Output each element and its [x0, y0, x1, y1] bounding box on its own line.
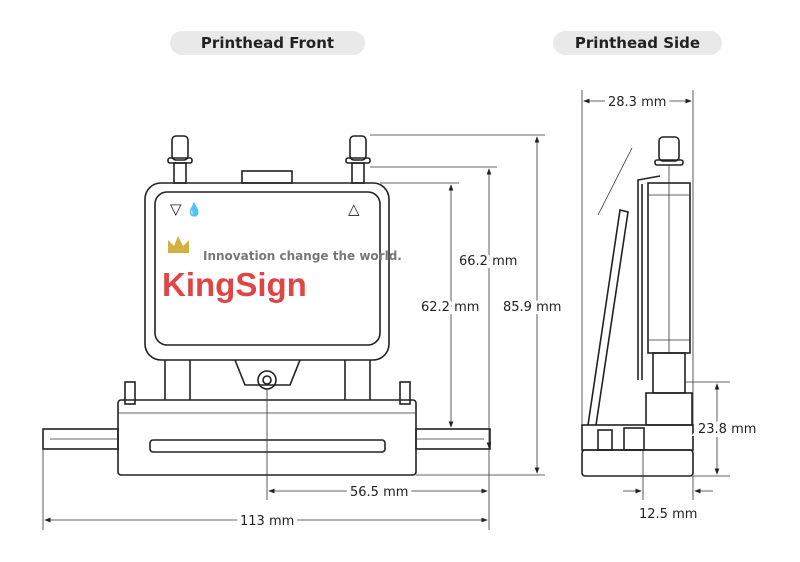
logo-tagline: Innovation change the world. — [203, 249, 402, 263]
side-view-title: Printhead Side — [553, 31, 722, 55]
triangle-down-icon: ▽ — [170, 200, 182, 218]
dim-height-66-2: 66.2 mm — [459, 254, 517, 269]
label-plate — [154, 191, 381, 346]
kingsign-logo: Innovation change the world. KingSign — [162, 236, 402, 303]
dim-side-width-28-3: 28.3 mm — [608, 95, 666, 110]
dim-side-offset-12-5: 12.5 mm — [639, 507, 697, 522]
dim-side-height-23-8: 23.8 mm — [698, 422, 756, 437]
dim-height-85-9: 85.9 mm — [503, 300, 561, 315]
crown-icon — [168, 236, 189, 253]
side-dimensions: 28.3 mm 23.8 mm 12.5 mm — [581, 90, 760, 522]
logo-brand: KingSign — [162, 266, 307, 303]
dim-height-62-2: 62.2 mm — [421, 300, 479, 315]
nozzle-left — [167, 135, 193, 184]
front-dimensions: 85.9 mm 66.2 mm 62.2 mm 56.5 mm 113 mm — [42, 134, 564, 533]
nozzle-right — [345, 135, 371, 184]
dim-width-113: 113 mm — [240, 514, 294, 529]
triangle-up-icon: △ — [348, 200, 360, 218]
dim-width-56-5: 56.5 mm — [350, 485, 408, 500]
ink-drops-icon: 💧 — [186, 202, 202, 218]
side-view — [581, 136, 694, 477]
front-view-title: Printhead Front — [170, 31, 365, 55]
